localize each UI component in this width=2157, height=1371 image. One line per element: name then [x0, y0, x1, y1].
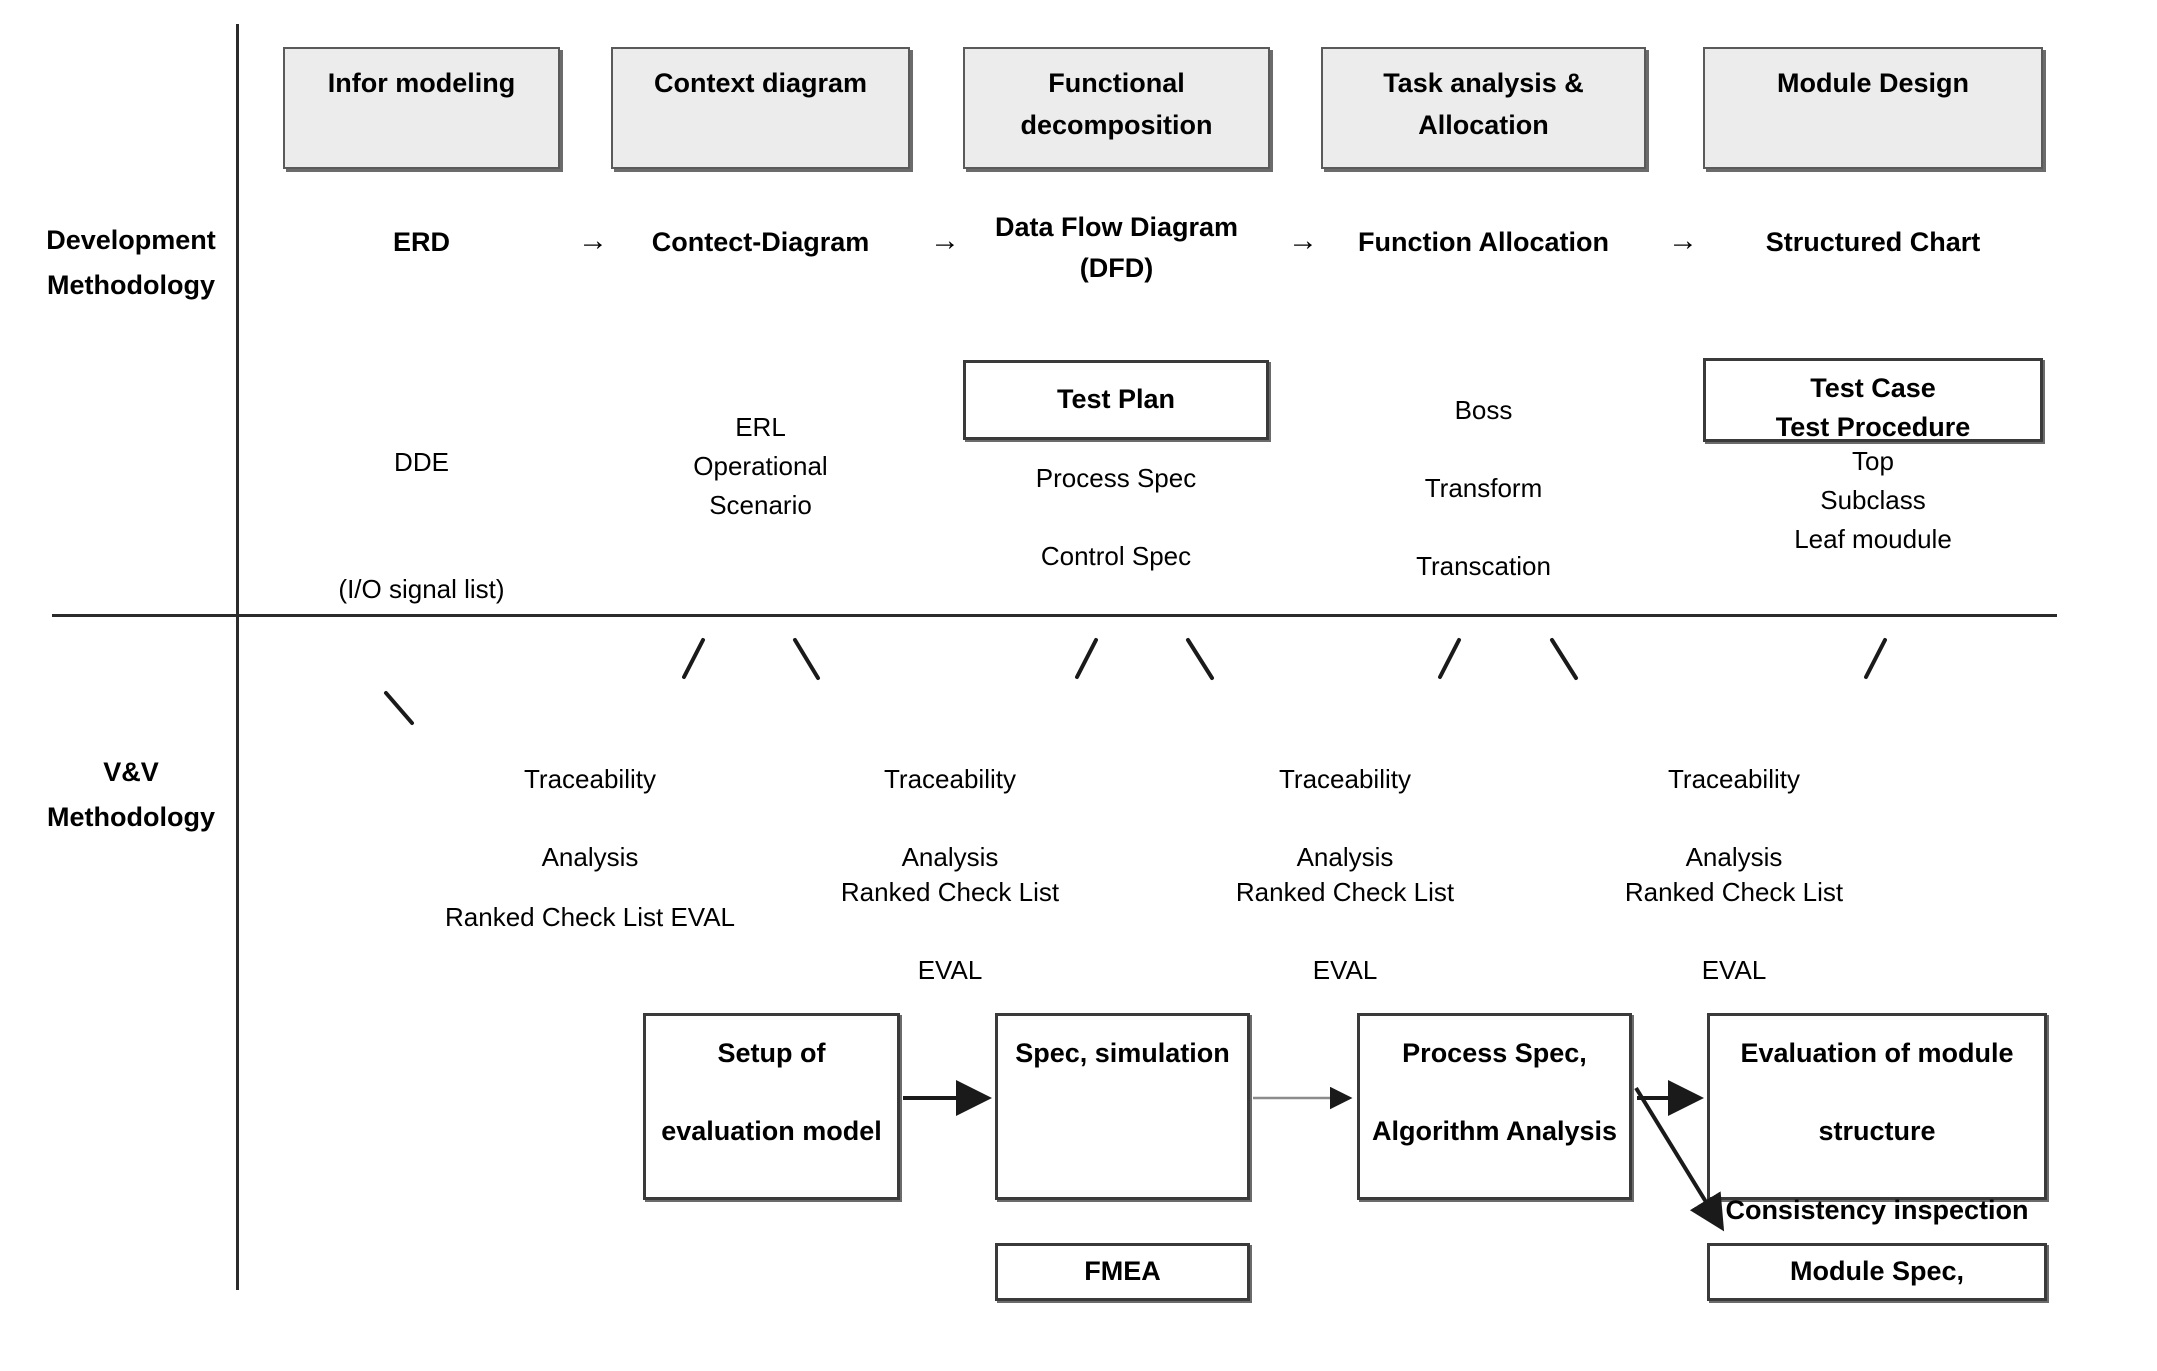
phase-box-task-analysis-allocation[interactable]: Task analysis & Allocation — [1321, 47, 1646, 169]
tick-slash-4 — [1864, 638, 1887, 679]
horizontal-divider-line — [52, 614, 2057, 617]
vv-col-3-activity: Traceability Analysis — [1279, 764, 1411, 872]
artifact-boss: Boss Transform Transcation — [1416, 395, 1551, 581]
phase-box-context-diagram[interactable]: Context diagram — [611, 47, 910, 169]
tick-slash-3 — [1438, 638, 1461, 679]
process-box-spec-simulation[interactable]: Spec, simulation — [995, 1013, 1250, 1200]
vv-col-1-extra: Ranked Check List EVAL — [445, 902, 735, 932]
phase-box-functional-decomposition[interactable]: Functional decomposition — [963, 47, 1270, 169]
phase-box-module-design[interactable]: Module Design — [1703, 47, 2043, 169]
dev-arrow-4: → — [1668, 224, 1698, 257]
process-box-setup-evaluation-model[interactable]: Setup of evaluation model — [643, 1013, 900, 1200]
dev-arrow-2: → — [930, 224, 960, 257]
row-label-vv-methodology: V&V Methodology — [47, 757, 215, 832]
process-box-module-spec[interactable]: Module Spec, — [1707, 1243, 2047, 1301]
artifact-test-plan-details: Process Spec Control Spec — [1035, 463, 1197, 571]
tick-slash-2 — [1075, 638, 1098, 679]
tick-backslash-2 — [1186, 638, 1214, 680]
process-box-process-spec-algorithm[interactable]: Process Spec, Algorithm Analysis — [1357, 1013, 1632, 1200]
vv-col-4-activity: Traceability Analysis — [1668, 764, 1800, 872]
artifact-erl: ERL Operational Scenario — [693, 412, 828, 520]
row-label-development-methodology: Development Methodology — [46, 225, 216, 300]
process-box-evaluation-module-structure[interactable]: Evaluation of module structure Consisten… — [1707, 1013, 2047, 1225]
dev-step-function-allocation: Function Allocation — [1358, 227, 1609, 257]
tick-backslash-3 — [1550, 638, 1578, 680]
dev-arrow-1: → — [578, 224, 608, 257]
vv-col-4-extra: Ranked Check List EVAL — [1624, 877, 1844, 985]
dev-step-erd: ERD — [392, 227, 450, 257]
artifact-dde-note: (I/O signal list) — [338, 574, 505, 604]
dev-step-data-flow-diagram: Data Flow Diagram (DFD) — [994, 212, 1239, 283]
dev-step-contect-diagram: Contect-Diagram — [651, 227, 870, 257]
artifact-box-test-case[interactable]: Test Case Test Procedure — [1703, 358, 2043, 442]
process-box-fmea[interactable]: FMEA — [995, 1243, 1250, 1301]
artifact-box-test-plan[interactable]: Test Plan — [963, 360, 1269, 440]
vertical-axis-line — [236, 24, 239, 1290]
phase-box-infor-modeling[interactable]: Infor modeling — [283, 47, 560, 169]
dev-step-structured-chart: Structured Chart — [1765, 227, 1981, 257]
vv-col-1-activity: Traceability Analysis — [524, 764, 656, 872]
vv-col-2-activity: Traceability Analysis — [884, 764, 1016, 872]
vv-col-2-extra: Ranked Check List EVAL — [840, 877, 1060, 985]
vv-col-3-extra: Ranked Check List EVAL — [1235, 877, 1455, 985]
dev-arrow-3: → — [1288, 224, 1318, 257]
tick-backslash-1 — [793, 638, 820, 680]
tick-backslash-0 — [384, 691, 414, 725]
artifact-dde: DDE — [394, 447, 449, 477]
tick-slash-1 — [682, 638, 705, 679]
artifact-test-case-details: Top Subclass Leaf moudule — [1794, 446, 1952, 554]
